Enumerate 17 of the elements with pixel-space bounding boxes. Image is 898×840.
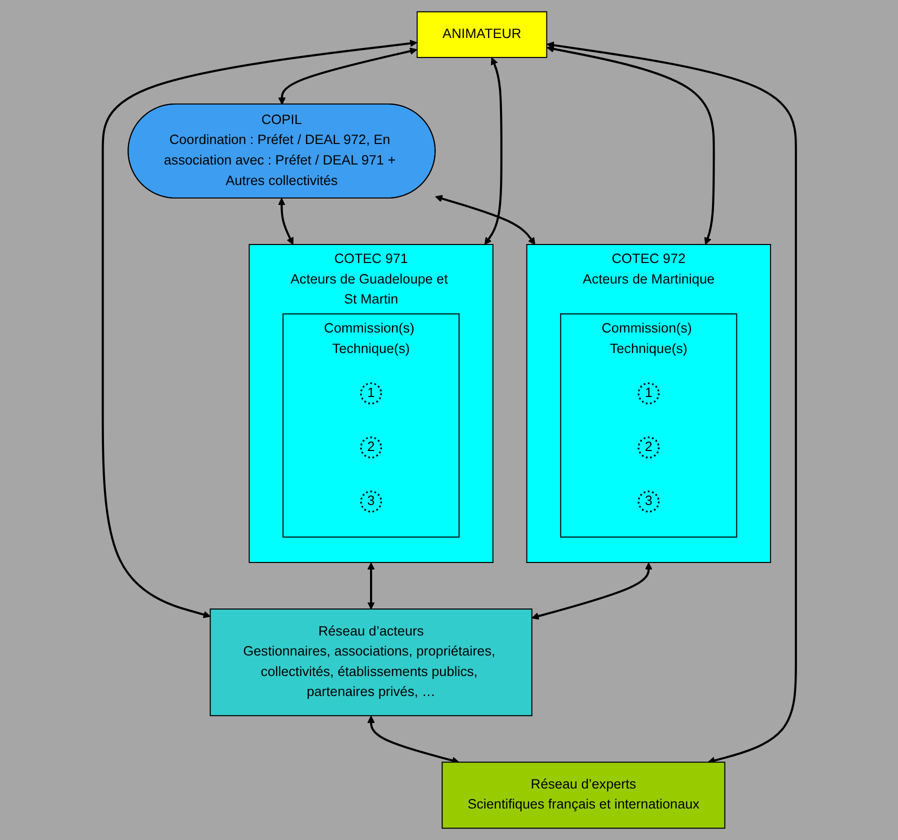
node-box: Réseau d’acteurs Gestionnaires, associations, propriétaires, collectivités, établissements publics, partenaires privés, … bbox=[209, 608, 532, 716]
arrow bbox=[484, 57, 502, 245]
arrow bbox=[101, 40, 417, 618]
node-circle: 2 bbox=[637, 436, 660, 458]
node-box: Réseau d’experts Scientifiques français et internationaux bbox=[441, 762, 725, 829]
node-circle: 1 bbox=[360, 382, 382, 404]
node-circle: 3 bbox=[637, 490, 660, 513]
node-box: ANIMATEUR bbox=[416, 11, 547, 58]
arrow bbox=[546, 45, 715, 245]
node-circle: 2 bbox=[360, 436, 382, 458]
arrow bbox=[278, 198, 294, 245]
arrow bbox=[278, 48, 417, 105]
node-circle: 1 bbox=[637, 382, 660, 404]
arrow bbox=[531, 562, 652, 620]
arrow bbox=[434, 194, 535, 245]
node-circle: 3 bbox=[360, 490, 382, 513]
arrow bbox=[367, 562, 374, 610]
